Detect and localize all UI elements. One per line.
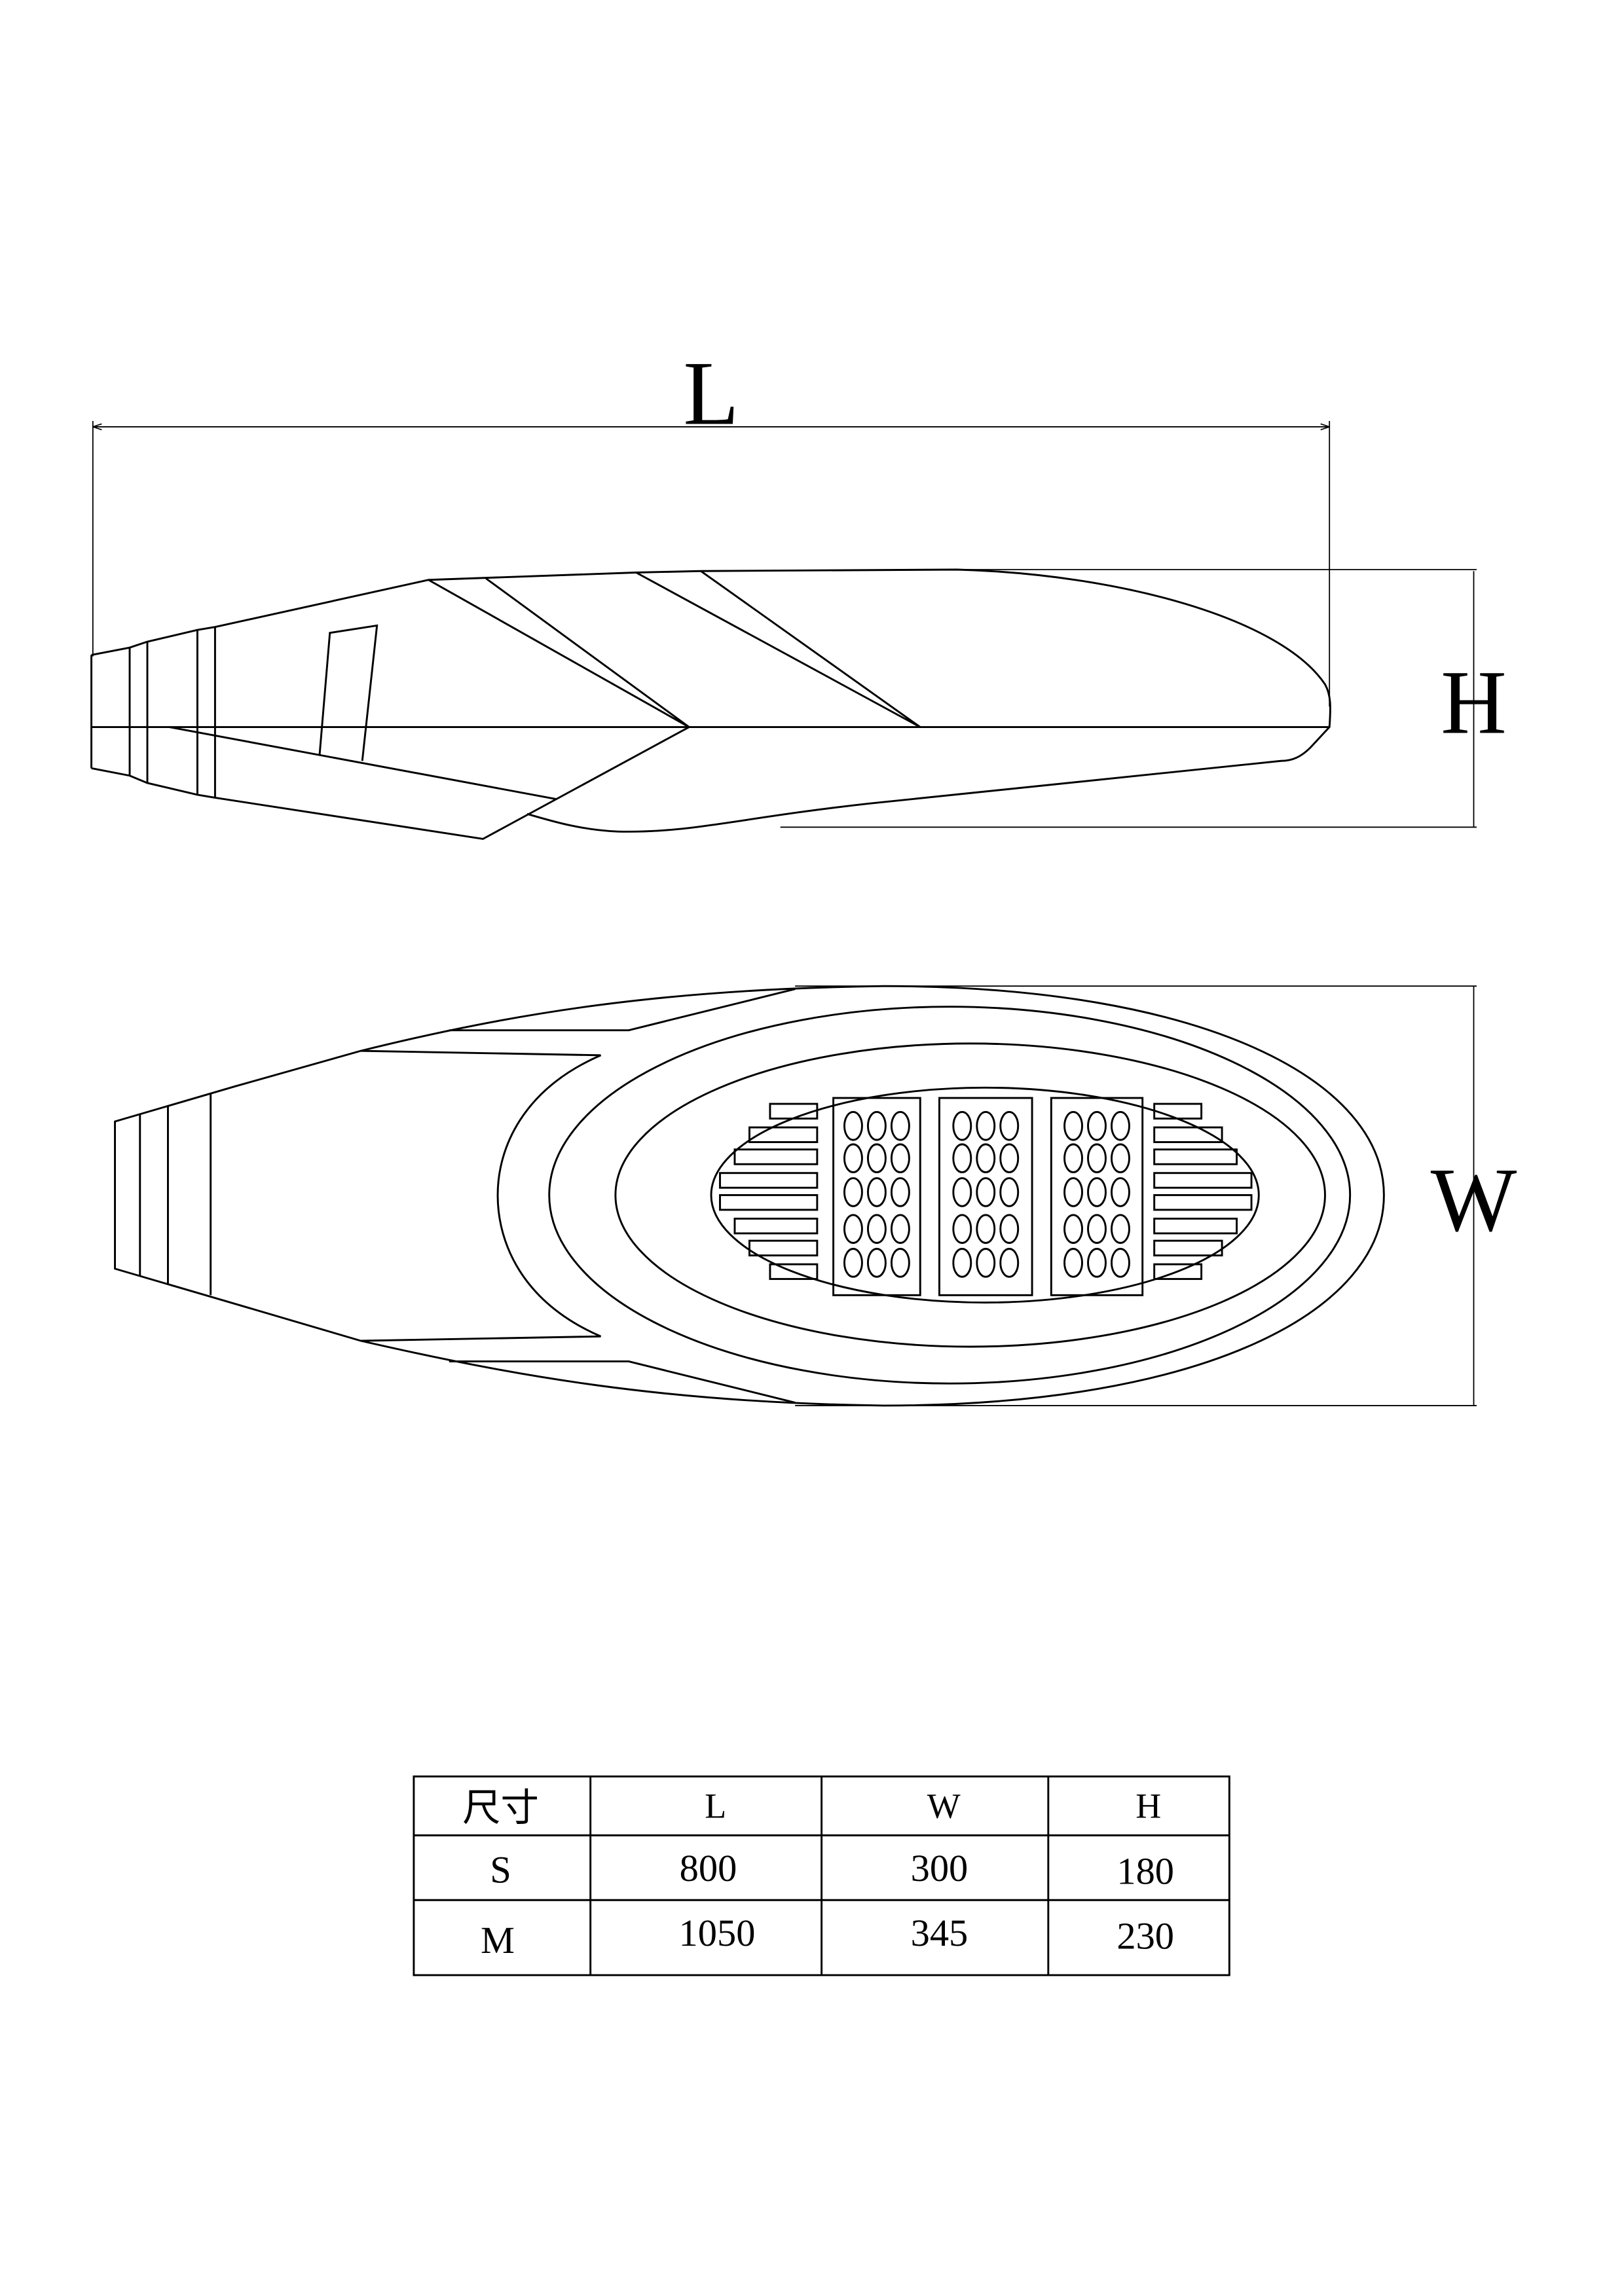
led-lens — [866, 1143, 887, 1174]
mounting-bracket — [318, 624, 378, 761]
height-label: H — [1441, 653, 1507, 754]
fin-right — [1153, 1239, 1223, 1257]
led-lens — [999, 1214, 1020, 1244]
fin-left — [733, 1148, 819, 1165]
table-header-w: W — [927, 1786, 961, 1825]
led-lens — [952, 1248, 972, 1278]
lamp-body-outline-side — [91, 568, 1331, 833]
led-lens — [999, 1143, 1020, 1174]
fin-right — [1153, 1172, 1253, 1189]
fin-right — [1153, 1126, 1223, 1143]
led-lens — [999, 1248, 1020, 1278]
led-lens — [1087, 1248, 1107, 1278]
table-cell: M — [481, 1919, 515, 1961]
fin-left — [748, 1126, 819, 1143]
table-cell: 230 — [1116, 1914, 1174, 1957]
table-cell: 800 — [680, 1847, 737, 1889]
led-lens — [890, 1248, 910, 1278]
lamp-body-outline-top — [114, 985, 1385, 1407]
width-label: W — [1431, 1150, 1517, 1250]
length-dimension: L — [92, 343, 1331, 707]
led-module-array — [832, 1097, 1144, 1296]
table-header-size: 尺寸 — [462, 1787, 539, 1829]
led-lens — [999, 1110, 1020, 1141]
table-cell: 345 — [911, 1912, 969, 1954]
table-cell: 1050 — [679, 1912, 756, 1954]
fin-left — [769, 1102, 819, 1120]
led-lens — [866, 1248, 887, 1278]
fin-right — [1153, 1194, 1253, 1211]
led-lens — [999, 1177, 1020, 1207]
led-lens — [1111, 1143, 1130, 1174]
led-lens — [1087, 1177, 1107, 1207]
table-header-h: H — [1135, 1786, 1161, 1825]
led-lens — [1087, 1214, 1107, 1244]
led-lens — [1063, 1248, 1083, 1278]
led-lens — [843, 1248, 863, 1278]
table-cell: S — [490, 1848, 511, 1891]
fin-right — [1153, 1217, 1238, 1235]
led-lens — [1063, 1214, 1083, 1244]
fin-left — [733, 1217, 819, 1235]
led-lens — [843, 1143, 863, 1174]
led-lens — [976, 1110, 996, 1141]
side-view: L H — [90, 343, 1507, 840]
led-lens — [952, 1214, 972, 1244]
led-lens — [866, 1110, 887, 1141]
led-lens — [890, 1177, 910, 1207]
led-lens — [866, 1214, 887, 1244]
led-lens — [866, 1177, 887, 1207]
table-header-l: L — [705, 1786, 726, 1825]
led-lens — [843, 1214, 863, 1244]
fin-left — [769, 1263, 819, 1281]
table-cell: 300 — [911, 1847, 969, 1889]
dimension-table: 尺寸 L W H S 800 300 180 M 1050 345 230 — [413, 1775, 1230, 1977]
led-lens — [976, 1143, 996, 1174]
table-cell: 180 — [1116, 1850, 1174, 1893]
led-lens — [976, 1177, 996, 1207]
led-panel — [832, 1097, 921, 1296]
fin-left — [719, 1172, 819, 1189]
led-lens — [1111, 1177, 1130, 1207]
led-panel — [1050, 1097, 1144, 1296]
led-lens — [890, 1143, 910, 1174]
led-lens — [952, 1177, 972, 1207]
fin-left — [719, 1194, 819, 1211]
led-lens — [1111, 1214, 1130, 1244]
led-lens — [952, 1143, 972, 1174]
led-lens — [1063, 1177, 1083, 1207]
led-lens — [1111, 1110, 1130, 1141]
led-panel — [938, 1097, 1033, 1296]
led-lens — [890, 1214, 910, 1244]
led-lens — [1087, 1143, 1107, 1174]
led-lens — [1111, 1248, 1130, 1278]
led-lens — [1063, 1143, 1083, 1174]
fin-left — [748, 1239, 819, 1257]
heat-sink-fins — [719, 1102, 1253, 1281]
led-lens — [976, 1214, 996, 1244]
led-lens — [952, 1110, 972, 1141]
led-lens — [1087, 1110, 1107, 1141]
fin-right — [1153, 1148, 1238, 1165]
top-view: W — [114, 985, 1517, 1407]
led-lens — [1063, 1110, 1083, 1141]
fin-right — [1153, 1263, 1203, 1281]
led-lens — [843, 1177, 863, 1207]
height-dimension: H — [780, 569, 1507, 828]
led-lens — [890, 1110, 910, 1141]
led-lens — [843, 1110, 863, 1141]
length-label: L — [683, 343, 739, 444]
led-lens — [976, 1248, 996, 1278]
fin-right — [1153, 1102, 1203, 1120]
